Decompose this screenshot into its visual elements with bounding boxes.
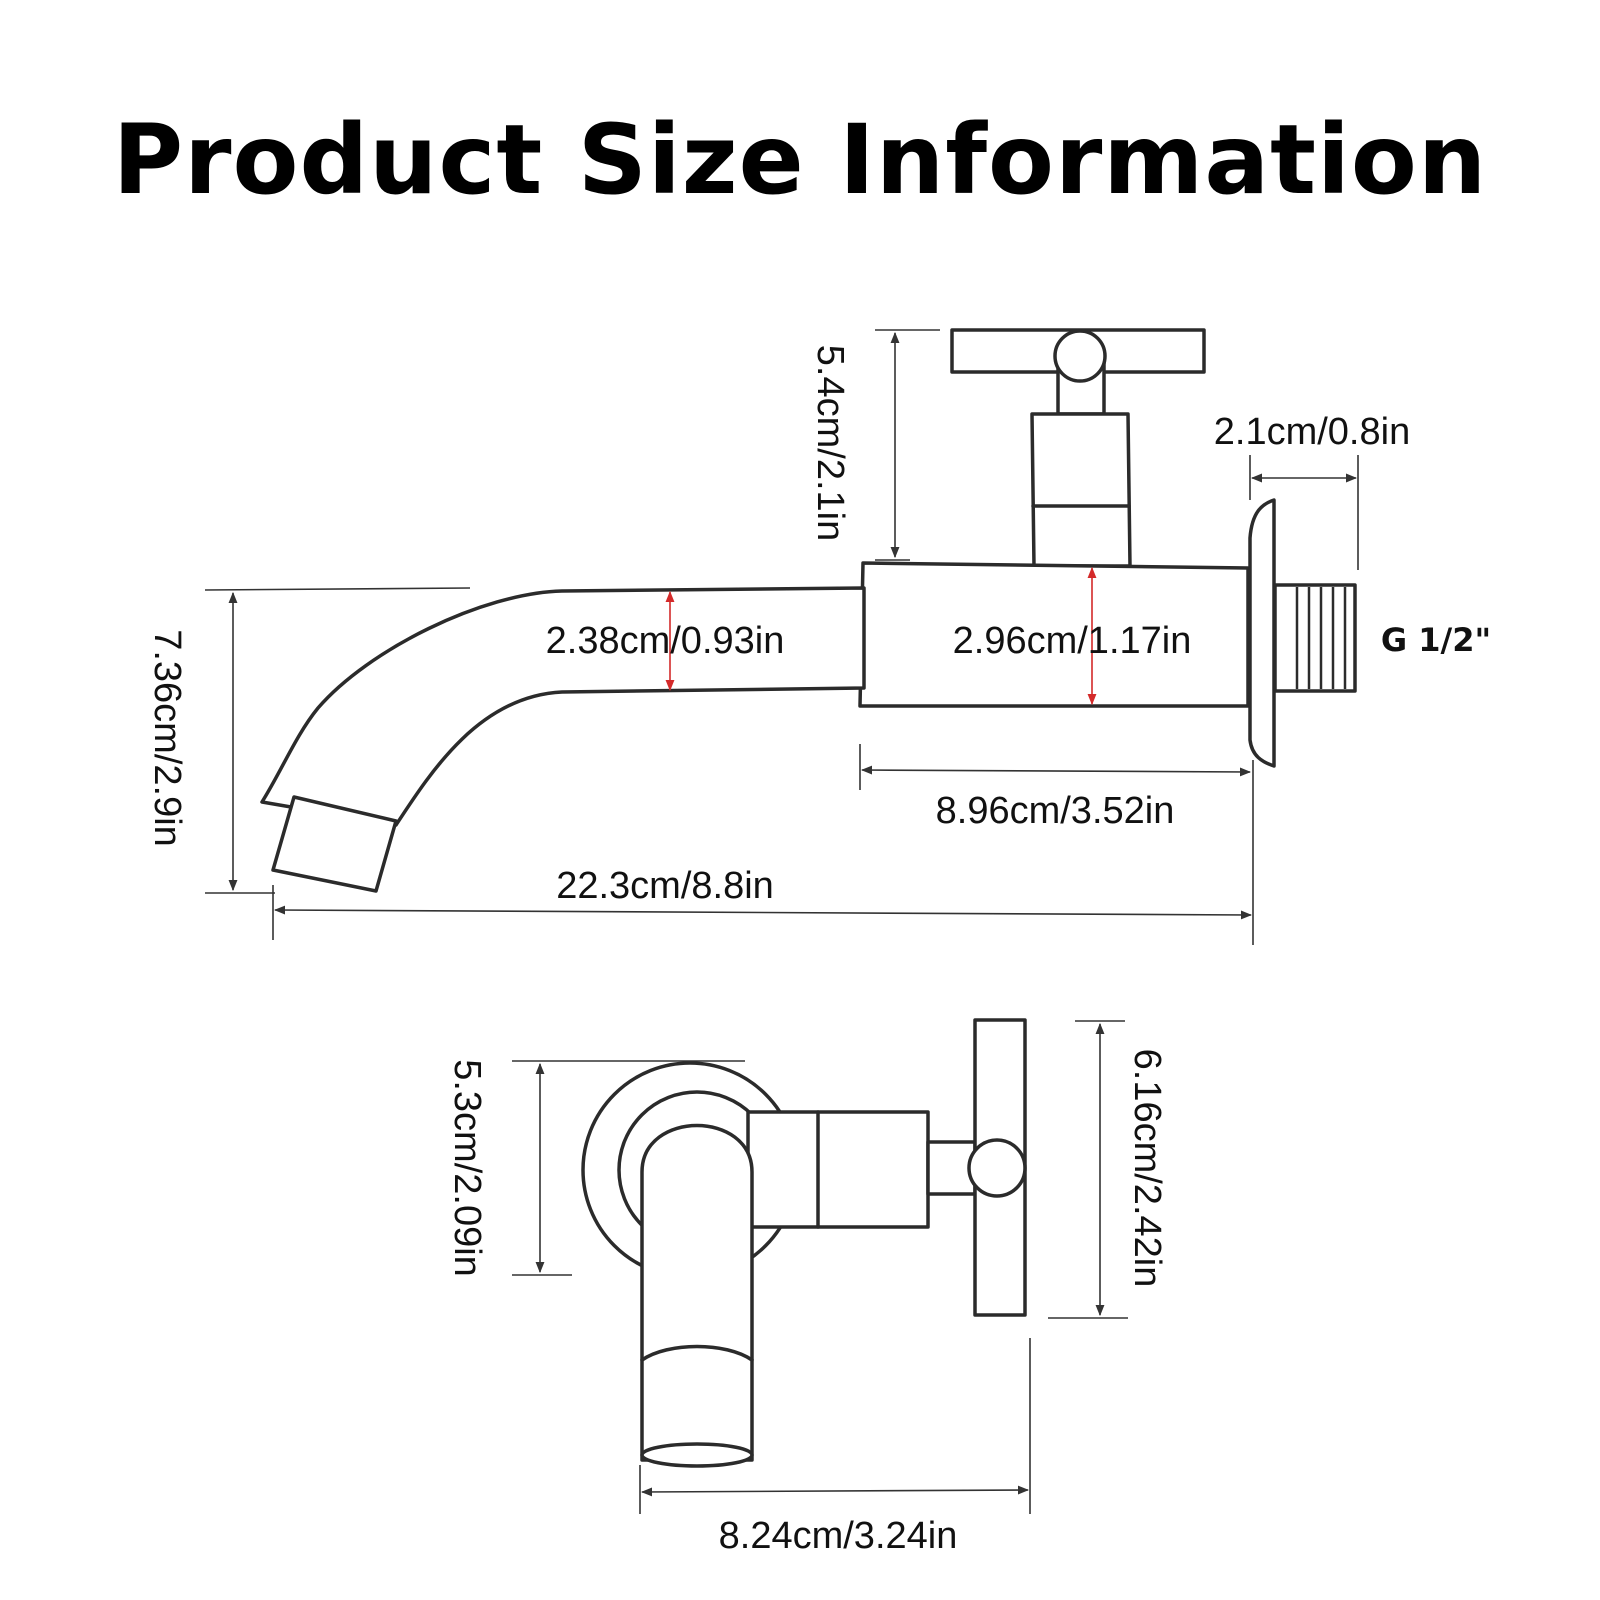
spout-drop-label: 7.36cm/2.9in <box>146 629 188 847</box>
valve-bonnet <box>1030 412 1132 568</box>
page-title: Product Size Information <box>113 104 1487 216</box>
curved-spout <box>260 586 866 827</box>
handle-knob <box>1053 329 1107 383</box>
front-handle-knob <box>967 1138 1027 1198</box>
body-diameter-label: 2.96cm/1.17in <box>953 620 1192 662</box>
side-view-faucet <box>260 328 1357 893</box>
front-width-label: 8.24cm/3.24in <box>719 1515 958 1557</box>
front-spout-pipe <box>640 1123 754 1462</box>
spout-diameter-label: 2.38cm/0.93in <box>546 620 785 662</box>
thread-length-label: 2.1cm/0.8in <box>1214 411 1410 453</box>
thread-spec-label: G 1/2" <box>1381 621 1491 659</box>
threaded-inlet <box>1273 583 1357 693</box>
wall-flange <box>1248 498 1276 768</box>
front-handle-stem <box>926 1140 977 1196</box>
front-spout-outlet <box>640 1442 754 1468</box>
side-view-dimensions <box>204 329 1359 945</box>
body-length-label: 8.96cm/3.52in <box>936 790 1175 832</box>
side-handle-height-label: 5.4cm/2.1in <box>809 345 851 541</box>
spout-tip <box>271 795 398 893</box>
front-flange-height-label: 5.3cm/2.09in <box>446 1059 488 1277</box>
front-valve-body <box>746 1110 930 1229</box>
front-handle-height-label: 6.16cm/2.42in <box>1126 1049 1168 1288</box>
front-view-faucet <box>581 1018 1027 1468</box>
total-length-label: 22.3cm/8.8in <box>556 865 774 907</box>
front-view-dimensions <box>512 1020 1128 1514</box>
